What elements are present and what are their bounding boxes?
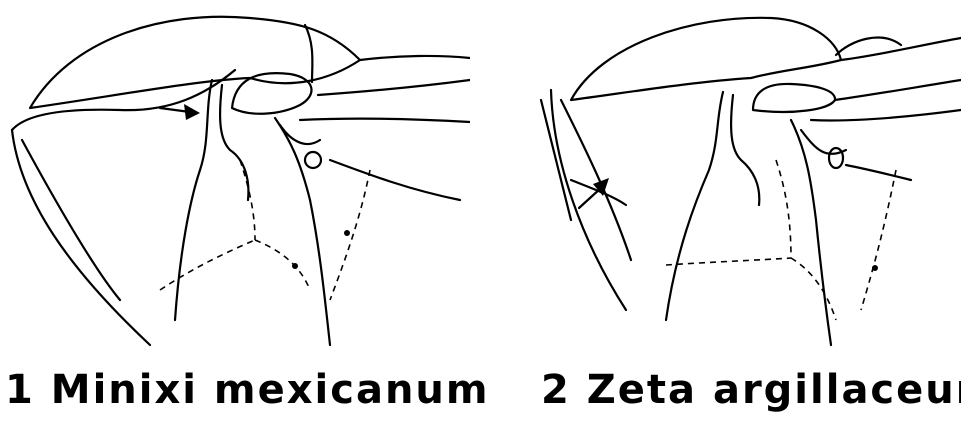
fig2-sclerite-fold [666,92,723,320]
fig2-dot-a [872,265,878,271]
figure-1-species: Minixi mexicanum [51,367,490,413]
fig2-suture-d [861,170,896,310]
fig1-right-process [318,80,470,95]
figure-1-number: 1 [5,367,35,413]
fig2-spiracle-ring [829,148,843,168]
fig1-dot-a [344,230,350,236]
figure-2-drawing [491,0,961,350]
fig2-spiracle-lobe [753,84,835,112]
fig2-suture-a [666,258,791,265]
fig1-dot-b [292,263,298,269]
fig1-left-wall [12,130,150,345]
fig2-tergite-outline [571,18,841,100]
fig2-lower-right [846,165,911,180]
fig1-ventral-line [275,118,330,345]
figure-1-drawing [0,0,470,350]
figure-2: 2 Zeta argillaceum [491,0,961,423]
figure-2-species: Zeta argillaceum [587,367,961,413]
fig1-left-inner-wall [22,140,120,300]
fig1-spiracle-ring [305,152,321,168]
figure-2-caption: 2 Zeta argillaceum [541,360,961,420]
fig1-suture-a [160,240,255,290]
fig1-arrow-head [184,104,200,120]
figure-1: 1 Minixi mexicanum [0,0,470,423]
fig2-sclerite-inner [731,95,759,205]
fig1-right-process-tip [360,56,470,60]
fig2-suture-b [776,160,791,258]
fig1-lower-right [330,160,460,200]
figure-1-caption: 1 Minixi mexicanum [5,360,490,420]
fig1-suture-d [330,170,370,300]
fig1-sclerite-inner [220,85,248,200]
fig1-right-process-lower [300,119,470,122]
fig1-tergite-division [305,25,312,82]
fig1-left-top [12,70,235,130]
fig1-suture-c [255,240,310,290]
fig2-right-process-low [811,110,961,121]
figure-2-number: 2 [541,367,571,413]
fig2-right-process-mid [835,80,961,100]
fig2-left-edge [541,100,571,220]
fig2-suture-c [791,258,836,320]
